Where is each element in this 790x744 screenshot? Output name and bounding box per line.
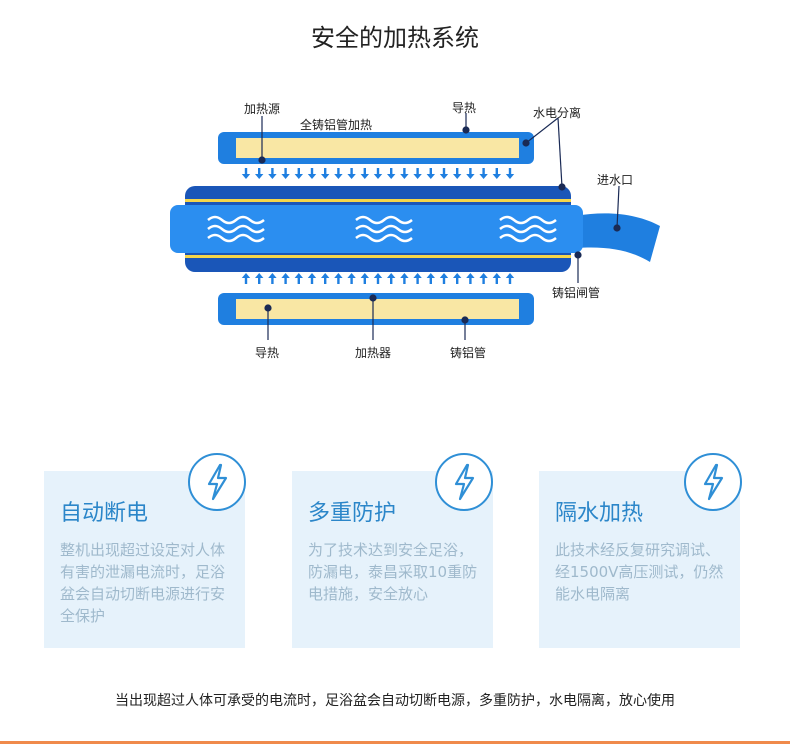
arrow-up-icon bbox=[466, 273, 475, 284]
water-wave-icon bbox=[499, 224, 557, 234]
heating-system-diagram: 加热源 全铸铝管加热 导热 水电分离 进水口 铸铝闸管 导热 加热器 铸铝管 bbox=[170, 101, 660, 360]
feature-title: 多重防护 bbox=[308, 501, 397, 526]
arrow-up-icon bbox=[386, 273, 396, 284]
arrow-down-icon bbox=[505, 168, 515, 179]
arrow-down-icon bbox=[281, 168, 290, 179]
yellow-line-bottom bbox=[185, 255, 571, 258]
arrow-down-icon bbox=[241, 168, 251, 179]
arrow-up-icon bbox=[505, 273, 515, 284]
arrow-up-icon bbox=[413, 273, 422, 284]
arrow-down-icon bbox=[294, 168, 303, 179]
water-inlet-pipe bbox=[576, 213, 660, 262]
bottom-heater-core bbox=[236, 299, 519, 319]
lightning-icon bbox=[188, 453, 246, 511]
footer-summary: 当出现超过人体可承受的电流时，足浴盆会自动切断电源，多重防护，水电隔离，放心使用 bbox=[115, 693, 675, 709]
arrow-down-icon bbox=[334, 168, 343, 179]
lightning-icon bbox=[435, 453, 493, 511]
feature-body: 为了技术达到安全足浴，防漏电，泰昌采取10重防电措施，安全放心 bbox=[308, 541, 478, 603]
water-wave-icon bbox=[499, 233, 557, 243]
arrow-down-icon bbox=[268, 168, 277, 179]
label-leaders bbox=[258, 113, 621, 340]
label-full-cast-al-tube-heating: 全铸铝管加热 bbox=[300, 118, 373, 132]
arrow-up-icon bbox=[360, 273, 369, 284]
arrow-down-icon bbox=[347, 168, 356, 179]
arrow-up-icon bbox=[254, 273, 264, 284]
arrow-down-icon bbox=[373, 168, 383, 179]
feature-card-multi-protection: 多重防护 为了技术达到安全足浴，防漏电，泰昌采取10重防电措施，安全放心 bbox=[292, 471, 493, 648]
arrow-up-icon bbox=[281, 273, 290, 284]
label-heat-conduct-top: 导热 bbox=[452, 101, 477, 115]
arrow-up-icon bbox=[268, 273, 277, 284]
arrow-down-icon bbox=[307, 168, 317, 179]
arrow-up-icon bbox=[320, 273, 330, 284]
feature-title: 自动断电 bbox=[60, 501, 149, 526]
arrow-down-icon bbox=[439, 168, 449, 179]
arrow-down-icon bbox=[452, 168, 462, 179]
arrow-down-icon bbox=[426, 168, 435, 179]
feature-title: 隔水加热 bbox=[555, 501, 644, 526]
water-wave-icon bbox=[207, 224, 265, 234]
water-wave-icon bbox=[355, 215, 413, 225]
yellow-line-top bbox=[185, 199, 571, 202]
feature-body: 此技术经反复研究调试、经1500V高压测试，仍然能水电隔离 bbox=[555, 541, 724, 603]
arrow-up-icon bbox=[307, 273, 317, 284]
arrow-up-icon bbox=[492, 273, 501, 284]
arrow-up-icon bbox=[347, 273, 356, 284]
diagram-graphic bbox=[170, 113, 660, 340]
arrow-down-icon bbox=[360, 168, 369, 179]
heat-arrows-down bbox=[241, 168, 515, 179]
water-wave-icon bbox=[355, 224, 413, 234]
arrow-up-icon bbox=[426, 273, 435, 284]
arrow-down-icon bbox=[254, 168, 264, 179]
arrow-down-icon bbox=[413, 168, 422, 179]
bottom-divider bbox=[0, 741, 790, 744]
label-heat-source: 加热源 bbox=[244, 102, 281, 116]
lightning-icon bbox=[684, 453, 742, 511]
label-water-inlet: 进水口 bbox=[597, 173, 634, 187]
water-channel bbox=[170, 205, 583, 253]
water-wave-icons bbox=[207, 215, 557, 243]
arrow-up-icon bbox=[294, 273, 303, 284]
water-wave-icon bbox=[499, 215, 557, 225]
label-water-electric-separation: 水电分离 bbox=[533, 106, 582, 120]
arrow-down-icon bbox=[492, 168, 501, 179]
arrow-down-icon bbox=[400, 168, 409, 179]
water-wave-icon bbox=[207, 233, 265, 243]
arrow-up-icon bbox=[400, 273, 409, 284]
arrow-up-icon bbox=[334, 273, 343, 284]
label-cast-al-tube: 铸铝管 bbox=[450, 346, 487, 360]
label-cast-al-valve-tube: 铸铝闸管 bbox=[552, 286, 601, 300]
heat-arrows-up bbox=[241, 273, 515, 284]
feature-card-auto-power-off: 自动断电 整机出现超过设定对人体有害的泄漏电流时，足浴盆会自动切断电源进行安全保… bbox=[44, 471, 245, 648]
water-wave-icon bbox=[207, 215, 265, 225]
water-wave-icon bbox=[355, 233, 413, 243]
arrow-up-icon bbox=[452, 273, 462, 284]
arrow-up-icon bbox=[373, 273, 383, 284]
arrow-down-icon bbox=[466, 168, 475, 179]
arrow-down-icon bbox=[479, 168, 488, 179]
label-heat-conduct-bottom: 导热 bbox=[255, 346, 280, 360]
arrow-down-icon bbox=[386, 168, 396, 179]
top-heater-core bbox=[236, 138, 519, 158]
feature-body: 整机出现超过设定对人体有害的泄漏电流时，足浴盆会自动切断电源进行安全保护 bbox=[60, 541, 226, 625]
arrow-up-icon bbox=[241, 273, 251, 284]
feature-card-isolated-heating: 隔水加热 此技术经反复研究调试、经1500V高压测试，仍然能水电隔离 bbox=[539, 471, 740, 648]
page-title: 安全的加热系统 bbox=[311, 24, 479, 52]
arrow-up-icon bbox=[479, 273, 488, 284]
arrow-up-icon bbox=[439, 273, 449, 284]
label-heater: 加热器 bbox=[355, 346, 392, 360]
arrow-down-icon bbox=[320, 168, 330, 179]
